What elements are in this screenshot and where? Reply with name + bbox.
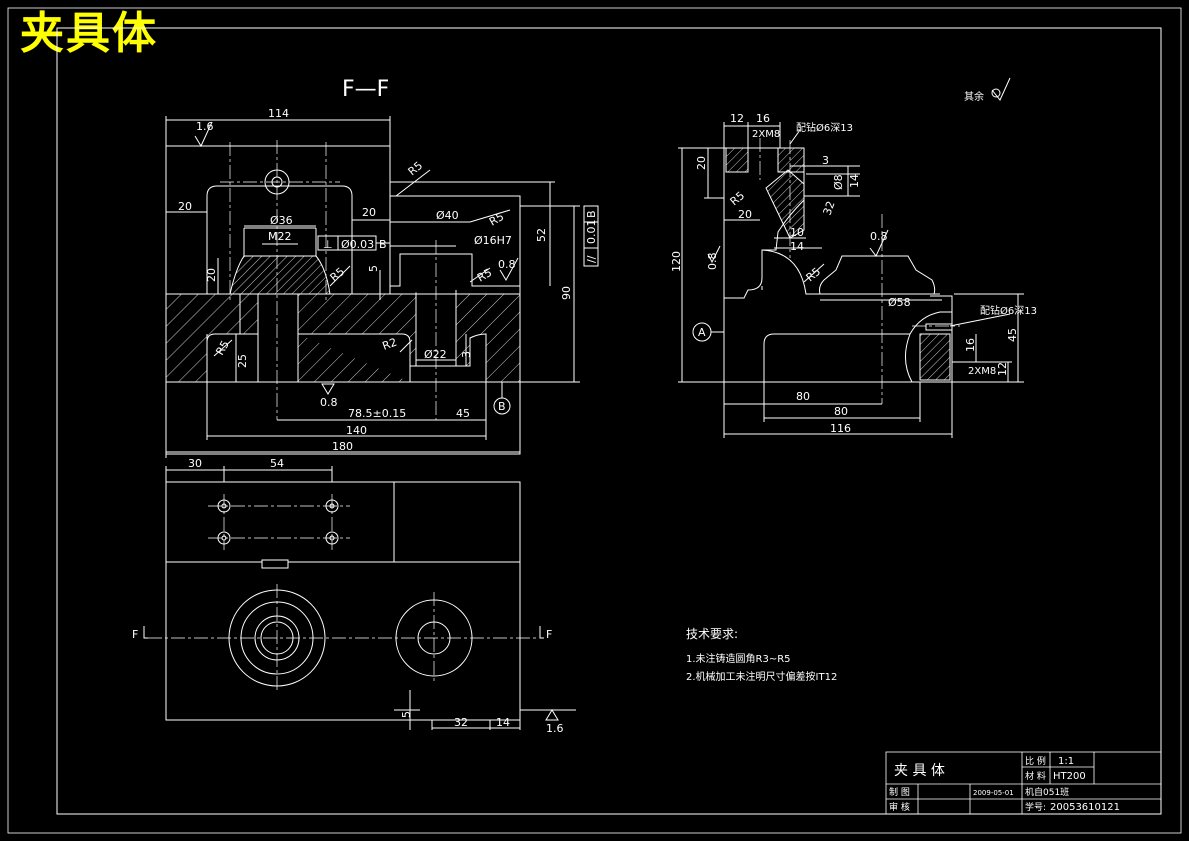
dim-m22: M22	[268, 230, 292, 243]
side-dim-10: 10	[790, 226, 804, 239]
roughness-08-right: 0.8	[498, 258, 516, 271]
dim-52: 52	[535, 228, 548, 242]
tb-student-label: 学号:	[1025, 801, 1046, 813]
top-dim-32: 32	[454, 716, 468, 729]
inner-frame	[56, 27, 1162, 815]
dim-r5-d: R5	[475, 266, 494, 285]
dim-20-left: 20	[178, 200, 192, 213]
tb-material: HT200	[1053, 771, 1086, 782]
side-dim-8: Ø8	[832, 174, 845, 190]
tb-checked-label: 审 核	[889, 801, 910, 813]
dim-r5-b: R5	[487, 210, 506, 229]
side-pin-side: 配钻Ø6深13	[980, 304, 1037, 317]
roughness-note: 其余	[964, 90, 984, 103]
section-marker-right: F	[546, 628, 552, 641]
dim-3: 3	[460, 351, 473, 358]
perpendicularity-value: Ø0.03	[341, 238, 374, 251]
side-dim-45: 45	[1006, 328, 1019, 342]
side-dim-phi58: Ø58	[888, 296, 911, 309]
tb-name: 夹 具 体	[894, 763, 945, 779]
section-label: F—F	[342, 77, 389, 102]
tb-material-label: 材 料	[1025, 770, 1046, 782]
side-roughness-08-top: 0.8	[870, 230, 888, 243]
dim-785: 78.5±0.15	[348, 407, 406, 420]
dim-25: 25	[236, 354, 249, 368]
roughness-16-top: 1.6	[196, 120, 214, 133]
side-dim-16: 16	[756, 112, 770, 125]
notes-item-2: 2.机械加工未注明尺寸偏差按IT12	[686, 670, 837, 683]
side-pin-top: 配钻Ø6深13	[796, 121, 853, 134]
dim-180: 180	[332, 440, 353, 453]
top-view	[143, 466, 576, 730]
top-dim-30: 30	[188, 457, 202, 470]
side-thread-top: 2XM8	[752, 129, 780, 140]
side-dim-16s: 16	[964, 338, 977, 352]
perpendicularity-datum: B	[379, 238, 387, 251]
side-dim-20: 20	[695, 156, 708, 170]
side-dim-12s: 12	[996, 362, 1009, 376]
roughness-08-bottom: 0.8	[320, 396, 338, 409]
tb-date: 2009-05-01	[973, 789, 1014, 797]
side-dim-12: 12	[730, 112, 744, 125]
side-view	[678, 77, 1024, 438]
notes-item-1: 1.未注铸造圆角R3~R5	[686, 652, 791, 665]
title-block-text: 夹 具 体 比 例 1:1 材 料 HT200 制 图 审 核 2009-05-…	[889, 755, 1120, 813]
parallel-datum: B	[585, 210, 598, 218]
perpendicularity-symbol: ⊥	[323, 238, 333, 251]
side-dim-14: 14	[848, 174, 861, 188]
side-dim-20b: 20	[738, 208, 752, 221]
dim-45: 45	[456, 407, 470, 420]
side-roughness-08-left: 0.8	[706, 253, 719, 271]
dim-20-right: 20	[362, 206, 376, 219]
front-section-view: F—F	[165, 77, 599, 458]
notes-heading: 技术要求:	[686, 627, 738, 641]
dim-r5-e: R5	[213, 338, 232, 357]
dim-phi40: Ø40	[436, 209, 459, 222]
side-dim-80a: 80	[796, 390, 810, 403]
side-dim-32: 32	[821, 199, 838, 217]
tb-drawn-label: 制 图	[889, 786, 910, 798]
top-dim-5: 5	[400, 711, 413, 718]
datum-b: B	[498, 400, 506, 413]
dim-phi16: Ø16H7	[474, 234, 512, 247]
dim-20-vert: 20	[205, 268, 218, 282]
section-marker-left: F	[132, 628, 138, 641]
side-dim-116: 116	[830, 422, 851, 435]
top-dim-14: 14	[496, 716, 510, 729]
side-dimensions: 其余 12 16 2XM8 配钻Ø6深13 20 3 Ø8 14 32 R5 2…	[670, 90, 1037, 435]
drawing-title: 夹具体	[20, 8, 158, 59]
tb-scale-label: 比 例	[1025, 755, 1046, 767]
side-dim-3: 3	[822, 154, 829, 167]
tb-class: 机自051班	[1025, 786, 1069, 798]
tb-student-no: 20053610121	[1050, 802, 1120, 813]
dim-114: 114	[268, 107, 289, 120]
dim-phi36: Ø36	[270, 214, 293, 227]
dim-r2: R2	[381, 336, 399, 353]
parallel-value: 0.01	[585, 220, 598, 245]
tb-scale: 1:1	[1058, 756, 1074, 767]
side-dim-80b: 80	[834, 405, 848, 418]
top-dim-54: 54	[270, 457, 284, 470]
top-dimensions: 30 54 F F 5 32 14 1.6	[132, 457, 564, 735]
side-dim-14b: 14	[790, 240, 804, 253]
dim-phi22: Ø22	[424, 348, 447, 361]
technical-requirements: 技术要求: 1.未注铸造圆角R3~R5 2.机械加工未注明尺寸偏差按IT12	[686, 627, 837, 683]
dim-5: 5	[367, 265, 380, 272]
top-roughness-16: 1.6	[546, 722, 564, 735]
dim-140: 140	[346, 424, 367, 437]
side-dim-120: 120	[670, 251, 683, 272]
title-block	[885, 751, 1162, 815]
dim-90: 90	[560, 286, 573, 300]
datum-a: A	[698, 326, 706, 339]
side-dim-r5-top: R5	[728, 189, 748, 208]
outer-frame	[7, 7, 1182, 834]
side-thread-side: 2XM8	[968, 366, 996, 377]
parallel-symbol: //	[585, 255, 598, 263]
